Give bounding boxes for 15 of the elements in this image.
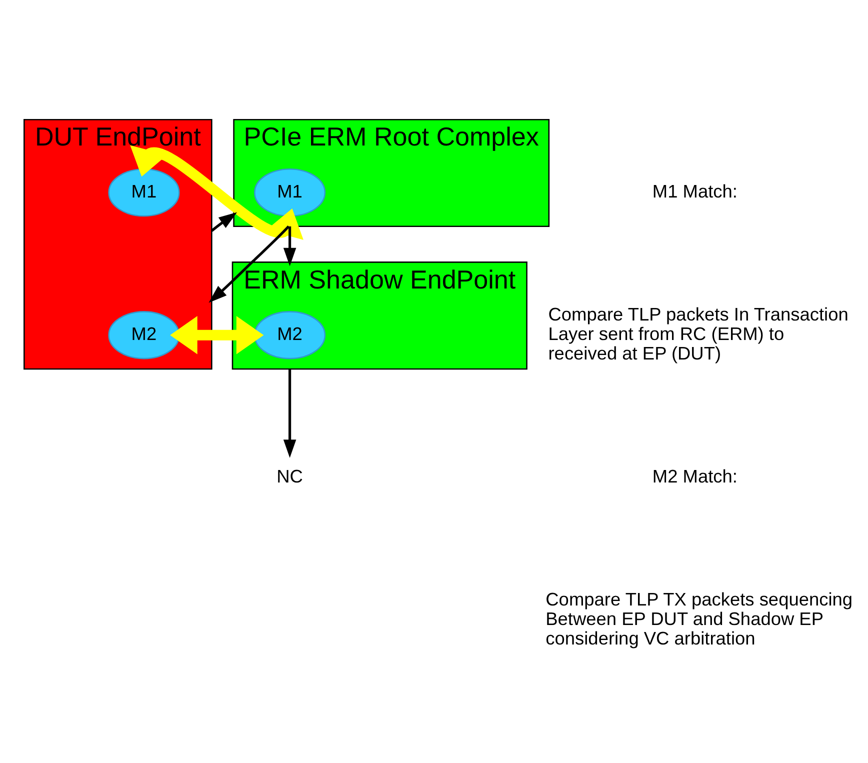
node-ellipse: M1 <box>108 168 180 216</box>
label: M2 Match: <box>652 466 738 486</box>
node-ellipse: M2 <box>254 310 326 359</box>
node-ellipse: M2 <box>108 310 180 359</box>
label: Compare TLP TX packets sequencing Between EP DUT and Shadow EP considering VC arbitration <box>546 589 853 648</box>
arrow <box>210 212 238 232</box>
arrow <box>283 368 296 458</box>
arrow <box>283 226 296 266</box>
arrow <box>208 225 290 302</box>
label: M1 Match: <box>652 180 738 201</box>
node-ellipse: M1 <box>254 168 326 216</box>
arrow <box>130 144 304 240</box>
arrow <box>170 316 264 354</box>
label: Compare TLP packets In Transaction Layer sent from RC (ERM) to received at EP (DUT) <box>548 304 848 363</box>
node-text: NC <box>276 466 303 486</box>
